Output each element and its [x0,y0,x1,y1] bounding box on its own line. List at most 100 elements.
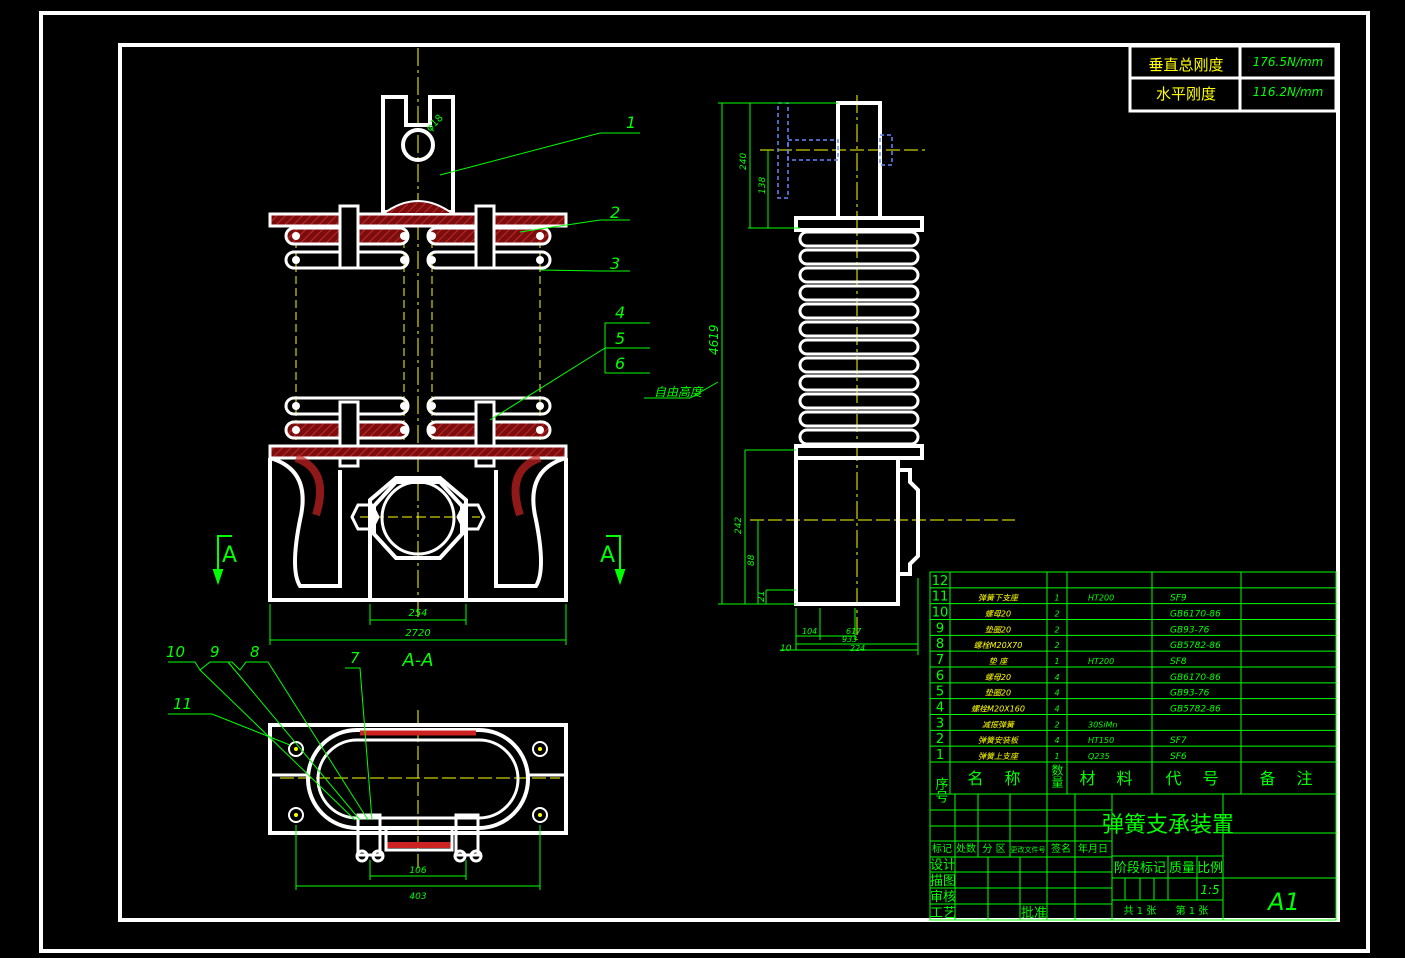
dim-plan-inner: 106 [409,866,426,876]
bom-cell-qty: 1 [1054,752,1059,761]
review-label: 审核 [930,890,956,905]
callout-8: 8 [250,643,260,661]
callout-9: 9 [210,643,220,661]
bom-cell-name: 弹簧上支座 [978,752,1020,761]
bom-cell-name: 螺母20 [985,610,1011,619]
callout-5: 5 [615,329,625,348]
stage-mark-label: 阶段标记 [1114,861,1166,876]
sheet-size: A1 [1266,888,1300,916]
bom-header-remark: 备 注 [1259,769,1320,788]
bom-header-name: 名 称 [967,769,1028,788]
callout-3: 3 [610,254,620,273]
bom-cell-name: 减振弹簧 [982,720,1016,729]
dim-bottom-21: 21 [757,591,767,602]
bom-cell-no: 3 [936,716,944,731]
dim-top-138: 138 [758,177,768,194]
dim-total-height: 4619 [707,324,721,355]
approve-label: 批准 [1021,906,1047,921]
section-label: A-A [401,650,433,671]
bom-cell-code: GB93-76 [1170,689,1210,699]
bom-cell-code: SF7 [1170,736,1187,746]
bom-cell-name: 螺母20 [985,673,1011,682]
bom-cell-qty: 4 [1054,673,1059,682]
bom-cell-material: HT150 [1088,736,1114,745]
bom-cell-name: 弹簧下支座 [978,594,1020,603]
dim-base-617: 617 [846,627,862,636]
dim-top-240: 240 [739,153,749,170]
dim-bottom-242: 242 [734,517,744,534]
bom-cell-code: GB6170-86 [1170,610,1221,620]
bom-cell-name: 螺栓M20X160 [971,705,1025,714]
front-view: φ18 [212,48,650,671]
bom-cell-no: 7 [936,653,944,668]
dim-bottom-inner: 254 [408,608,427,619]
draw-label: 描图 [930,874,956,889]
dim-base-104: 104 [802,627,817,636]
callout-2: 2 [610,203,620,222]
bom-cell-material: Q235 [1088,752,1110,761]
sheet-total: 共 1 张 [1124,905,1157,917]
scale-label: 比例 [1197,861,1223,876]
bom-cell-code: SF8 [1170,657,1187,667]
dim-bottom-total: 2720 [405,628,430,639]
bom-cell-no: 10 [932,606,949,621]
stiffness-table: 垂直总刚度 176.5N/mm 水平刚度 116.2N/mm [1128,44,1338,113]
bom-cell-qty: 2 [1054,610,1059,619]
bom-cell-name: 弹簧安装板 [978,736,1019,745]
horizontal-stiffness-value: 116.2N/mm [1253,85,1324,99]
dim-plan-outer: 403 [409,892,426,902]
callout-4: 4 [615,303,625,322]
bom-cell-qty: 4 [1054,736,1059,745]
hole-dim: φ18 [424,113,445,134]
scale-value: 1:5 [1200,883,1219,897]
mark-label: 标记 [932,843,952,855]
design-label: 设计 [930,858,956,873]
callout-7: 7 [350,649,360,667]
mass-label: 质量 [1169,861,1195,876]
bom-cell-code: SF9 [1170,594,1187,604]
bom-cell-no: 9 [936,621,944,636]
change-doc-label: 更改文件号 [1011,845,1046,854]
bom-cell-no: 11 [932,590,949,605]
date-label: 年月日 [1078,842,1108,855]
bom-cell-name: 垫圈20 [985,625,1011,634]
zone-label: 分 区 [982,843,1005,855]
callout-10: 10 [166,643,185,661]
dim-base-10: 10 [780,644,792,654]
bom-cell-no: 2 [936,732,944,747]
bom-cell-qty: 1 [1054,657,1059,666]
dim-base-933: 933 [842,635,857,644]
callout-1: 1 [626,113,636,132]
free-height-label: 自由高度 [654,385,704,399]
title-block: 弹簧支承装置 阶段标记 质量 比例 1:5 共 1 张 第 1 张 A1 标记 … [929,793,1337,921]
bom-cell-material: HT200 [1088,657,1114,666]
bom-cell-name: 垫圈20 [985,689,1011,698]
bom-cell-no: 4 [936,701,944,716]
dim-bottom-88: 88 [747,554,757,566]
bom-cell-code: GB93-76 [1170,625,1210,635]
section-marker-right: A [600,543,615,568]
bom-cell-name: 垫 座 [989,657,1010,666]
bom-cell-qty: 4 [1054,705,1059,714]
bom-cell-code: GB5782-86 [1170,705,1221,715]
bom-cell-no: 5 [936,685,944,700]
vertical-stiffness-label: 垂直总刚度 [1148,56,1223,74]
count-label: 处数 [956,842,976,855]
section-marker-left: A [222,543,237,568]
bom-header-material: 材 料 [1079,769,1140,788]
bom-cell-code: GB5782-86 [1170,641,1221,651]
vertical-stiffness-value: 176.5N/mm [1253,55,1324,69]
bom-header-code: 代 号 [1165,769,1226,788]
bom-cell-name: 螺栓M20X70 [974,641,1023,650]
callout-6: 6 [615,354,625,373]
dim-base-224: 224 [850,644,865,653]
bom-cell-material: HT200 [1088,594,1114,603]
bom-cell-code: SF6 [1170,752,1187,762]
sheet-current: 第 1 张 [1176,904,1209,917]
drawing-title: 弹簧支承装置 [1102,813,1234,838]
signature-label: 签名 [1051,842,1071,855]
horizontal-stiffness-label: 水平刚度 [1156,85,1216,103]
callout-11: 11 [173,695,192,713]
